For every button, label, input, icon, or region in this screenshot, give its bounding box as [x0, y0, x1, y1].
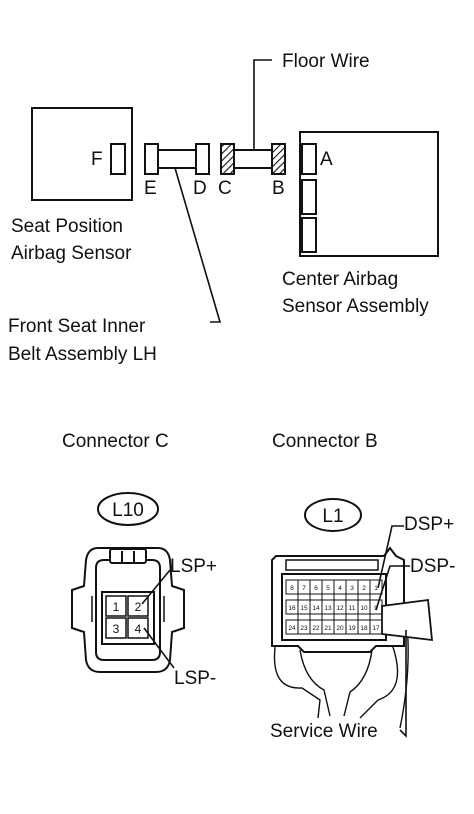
connector-c-code-badge [97, 492, 159, 526]
connector-b-pin-4: 4 [338, 585, 342, 592]
floor-wire-label: Floor Wire [282, 51, 370, 72]
lsp-pos-label: LSP+ [170, 556, 217, 577]
connector-e-label: E [144, 178, 157, 199]
lsp-pos-leader [141, 569, 171, 605]
seat-sensor-label-line1: Seat Position [11, 216, 123, 237]
connector-b-pin-2: 2 [362, 585, 366, 592]
dsp-pos-label: DSP+ [404, 514, 454, 535]
lsp-neg-leader [143, 627, 175, 669]
connector-c-view: Connector C L10 1 2 3 4 [62, 431, 217, 689]
connector-a [301, 143, 317, 175]
connector-b-pin-17: 17 [372, 625, 380, 632]
assembly-connector-2 [301, 179, 317, 215]
connector-b-pin-3: 3 [350, 585, 354, 592]
connector-c-pin-3: 3 [113, 622, 120, 636]
belt-assembly-label-line1: Front Seat Inner [8, 316, 146, 337]
connector-b-pin-24: 24 [288, 625, 296, 632]
connector-b-pin-13: 13 [324, 605, 332, 612]
connector-b-pin-19: 19 [348, 625, 356, 632]
connector-a-label: A [320, 149, 333, 170]
connector-b-label: B [272, 178, 285, 199]
connector-b-view: Connector B L1 [270, 431, 455, 742]
connector-b-pin-1: 1 [374, 585, 378, 592]
connector-b [271, 143, 286, 175]
wiring-labels: Floor Wire F E D C B A Seat Position Air… [8, 51, 429, 365]
connector-c-pin-cell-4 [127, 617, 149, 639]
belt-assembly-label-line2: Belt Assembly LH [8, 344, 157, 365]
connector-b-pin-18: 18 [360, 625, 368, 632]
connector-d [195, 143, 210, 175]
connector-d-label: D [193, 178, 207, 199]
connector-b-code: L1 [322, 506, 343, 527]
connector-c-pins [105, 595, 149, 639]
connector-f-label: F [91, 149, 103, 170]
connector-b-pin-8: 8 [290, 585, 294, 592]
connector-c-label: C [218, 178, 232, 199]
connector-c-pin-cell-1 [105, 595, 127, 617]
connector-c-pin-cell-3 [105, 617, 127, 639]
floor-wire-tube [233, 149, 273, 169]
connector-b-pin-20: 20 [336, 625, 344, 632]
connector-b-pin-23: 23 [300, 625, 308, 632]
belt-assembly-leader [174, 167, 222, 323]
connector-c-pin-4: 4 [135, 622, 142, 636]
connector-b-code-badge [304, 498, 362, 532]
connector-b-wires [273, 599, 409, 729]
connector-b-pin-22: 22 [312, 625, 320, 632]
service-wire-label: Service Wire [270, 721, 378, 742]
center-assembly-label-line1: Center Airbag [282, 269, 398, 290]
connector-b-pin-16: 16 [288, 605, 296, 612]
connector-b-pin-11: 11 [349, 605, 356, 612]
connector-f [110, 143, 126, 175]
connector-c-pin-2: 2 [135, 600, 142, 614]
seat-sensor-label-line2: Airbag Sensor [11, 243, 132, 264]
connector-c-title: Connector C [62, 431, 169, 452]
connector-c [220, 143, 235, 175]
center-airbag-sensor-assembly-box [299, 131, 439, 257]
connector-c-code: L10 [112, 500, 144, 521]
service-wire-plug [381, 598, 434, 642]
connector-b-pin-14: 14 [312, 605, 320, 612]
connector-b-pin-15: 15 [300, 605, 308, 612]
assembly-connector-3 [301, 217, 317, 253]
center-assembly-label-line2: Sensor Assembly [282, 296, 429, 317]
floor-wire-leader [253, 59, 272, 150]
belt-wire-tube [157, 149, 197, 169]
connector-b-pin-10: 10 [360, 605, 368, 612]
connector-b-pin-21: 21 [324, 625, 332, 632]
dsp-neg-leader [375, 565, 410, 611]
connector-e [144, 143, 159, 175]
lsp-neg-label: LSP- [174, 668, 216, 689]
connector-b-pin-12: 12 [336, 605, 344, 612]
connector-b-title: Connector B [272, 431, 378, 452]
connector-c-pin-cell-2 [127, 595, 149, 617]
service-wire-leader [399, 630, 407, 738]
dsp-neg-label: DSP- [410, 556, 455, 577]
connector-b-pin-6: 6 [314, 585, 318, 592]
connector-c-pin-1: 1 [113, 600, 120, 614]
connector-b-pin-7: 7 [302, 585, 306, 592]
connector-b-pin-5: 5 [326, 585, 330, 592]
dsp-pos-leader [377, 525, 404, 589]
wiring-layout [31, 59, 439, 323]
